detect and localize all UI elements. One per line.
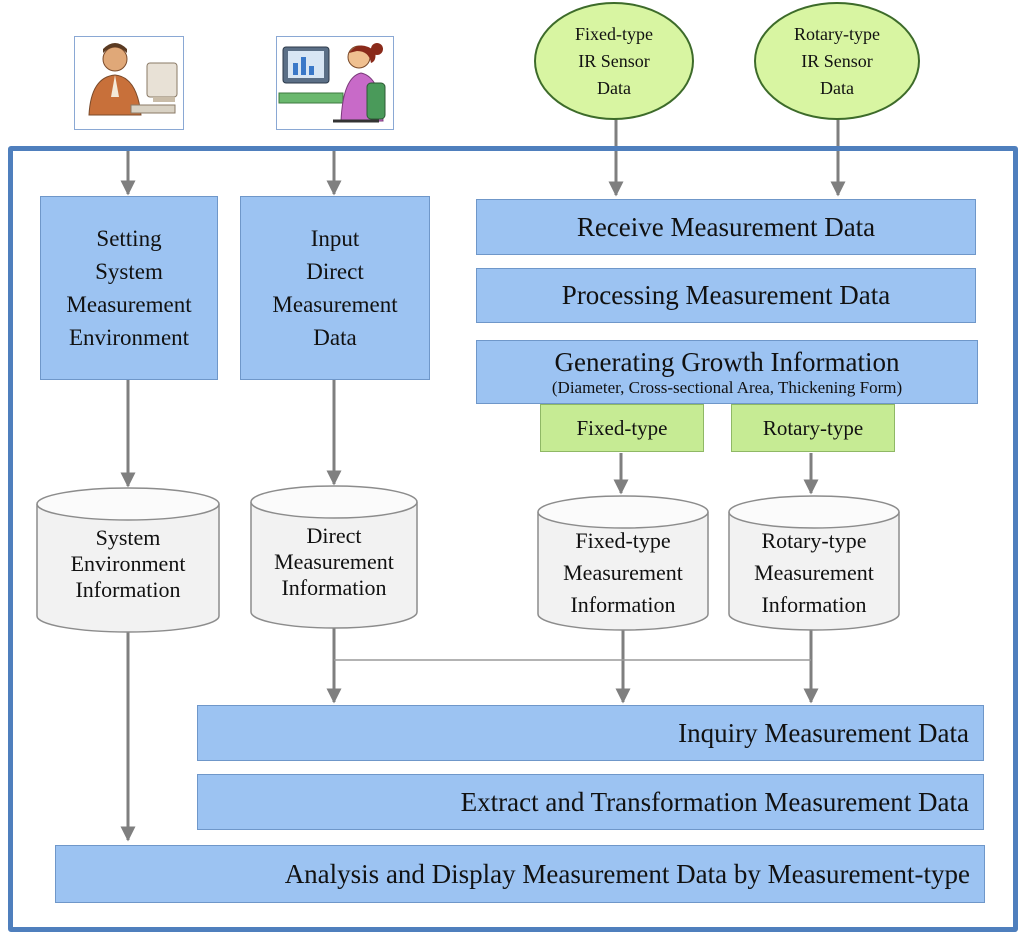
setting-system-environment-process: Setting System Measurement Environment xyxy=(40,196,218,380)
analysis-label: Analysis and Display Measurement Data by… xyxy=(284,858,970,889)
direct-line-1: Direct xyxy=(306,523,362,548)
inquiry-label: Inquiry Measurement Data xyxy=(678,717,969,748)
system-env-line-1: System xyxy=(95,525,161,550)
fixed-sensor-data-source: Fixed-type IR Sensor Data xyxy=(534,2,694,120)
rotary-type-label: Rotary-type xyxy=(762,415,864,440)
setting-line-2: System xyxy=(95,259,163,284)
rotary-type-measurement-information-store: Rotary-type Measurement Information xyxy=(729,526,899,620)
processing-label: Processing Measurement Data xyxy=(561,280,891,310)
fixed-sensor-line-2: IR Sensor xyxy=(578,50,650,71)
setting-line-4: Environment xyxy=(68,325,190,350)
analysis-display-process: Analysis and Display Measurement Data by… xyxy=(55,845,985,903)
admin-icon xyxy=(74,36,184,130)
system-environment-information-store: System Environment Information xyxy=(37,522,219,606)
input-line-4: Data xyxy=(313,325,357,350)
cylinder-direct xyxy=(250,485,418,629)
inquiry-measurement-data-process: Inquiry Measurement Data xyxy=(197,705,984,761)
extract-transformation-process: Extract and Transformation Measurement D… xyxy=(197,774,984,830)
system-env-line-3: Information xyxy=(75,577,181,602)
processing-measurement-data-process: Processing Measurement Data xyxy=(476,268,976,323)
fixed-type-measurement-information-store: Fixed-type Measurement Information xyxy=(538,526,708,620)
cylinder-rotary xyxy=(728,495,900,631)
receive-measurement-data-process: Receive Measurement Data xyxy=(476,199,976,255)
operator-icon xyxy=(276,36,394,130)
rotary-store-line-2: Measurement xyxy=(754,560,874,585)
generating-sub-label: (Diameter, Cross-sectional Area, Thicken… xyxy=(551,378,903,397)
receive-label: Receive Measurement Data xyxy=(576,211,876,242)
fixed-sensor-line-3: Data xyxy=(597,77,631,98)
direct-line-2: Measurement xyxy=(274,549,394,574)
input-direct-measurement-process: Input Direct Measurement Data xyxy=(240,196,430,380)
cylinder-system-env xyxy=(36,487,220,633)
cylinder-fixed xyxy=(537,495,709,631)
direct-measurement-information-store: Direct Measurement Information xyxy=(251,520,417,604)
direct-line-3: Information xyxy=(281,575,387,600)
system-boundary-frame xyxy=(8,146,1018,932)
rotary-type-branch: Rotary-type xyxy=(731,404,895,452)
generating-growth-information-process: Generating Growth Information (Diameter,… xyxy=(476,340,978,404)
input-line-3: Measurement xyxy=(272,292,398,317)
input-line-1: Input xyxy=(310,226,360,251)
rotary-sensor-data-source: Rotary-type IR Sensor Data xyxy=(754,2,920,120)
rotary-sensor-line-3: Data xyxy=(820,77,854,98)
rotary-store-line-1: Rotary-type xyxy=(761,528,867,553)
fixed-type-branch: Fixed-type xyxy=(540,404,704,452)
system-env-line-2: Environment xyxy=(70,551,186,576)
fixed-store-line-1: Fixed-type xyxy=(575,528,671,553)
fixed-sensor-line-1: Fixed-type xyxy=(575,23,653,44)
rotary-store-line-3: Information xyxy=(761,592,867,617)
generating-label: Generating Growth Information xyxy=(554,347,900,377)
fixed-type-label: Fixed-type xyxy=(576,415,668,440)
extract-label: Extract and Transformation Measurement D… xyxy=(460,786,969,817)
rotary-sensor-line-1: Rotary-type xyxy=(794,23,880,44)
setting-line-3: Measurement xyxy=(66,292,192,317)
setting-line-1: Setting xyxy=(96,226,162,251)
fixed-store-line-3: Information xyxy=(570,592,676,617)
fixed-store-line-2: Measurement xyxy=(563,560,683,585)
rotary-sensor-line-2: IR Sensor xyxy=(801,50,873,71)
input-line-2: Direct xyxy=(306,259,364,284)
